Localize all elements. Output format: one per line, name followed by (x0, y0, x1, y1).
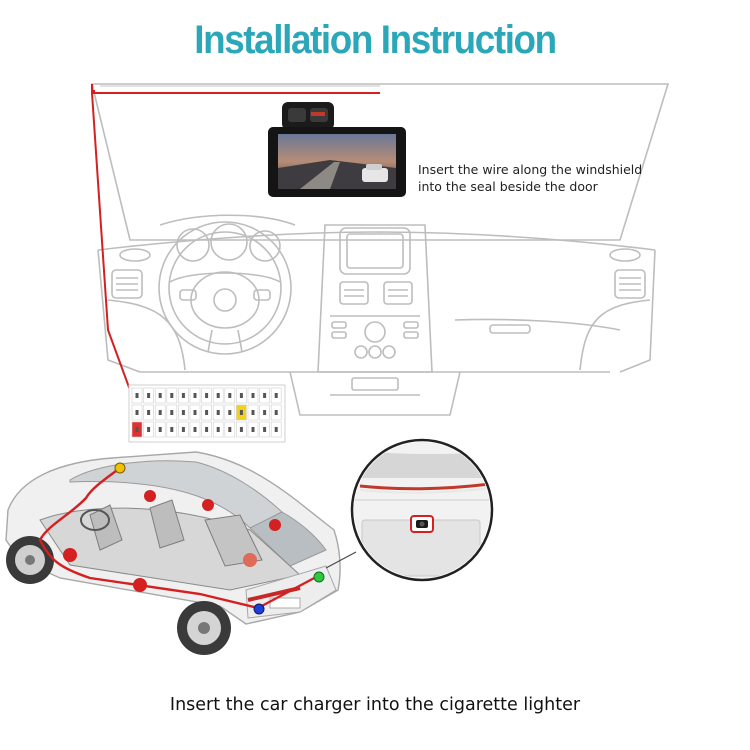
wire-route-windshield (91, 84, 380, 391)
fuse-mark (170, 410, 174, 415)
page-title: Installation Instruction (194, 18, 557, 62)
fuse-mark (205, 393, 209, 398)
zoom-connector (325, 551, 357, 569)
fuse-mark (228, 393, 232, 398)
fuse-mark (147, 410, 151, 415)
fuse-mark (251, 410, 255, 415)
fuse-box (128, 384, 286, 443)
fuse-mark (239, 393, 243, 398)
fuse-mark (205, 410, 209, 415)
fuse-mark (158, 410, 162, 415)
fuse-mark (135, 427, 139, 432)
fuse-mark (216, 393, 220, 398)
fuse-mark (274, 393, 278, 398)
dash-camera (268, 102, 406, 197)
fuse-mark (205, 427, 209, 432)
bottom-caption: Insert the car charger into the cigarett… (169, 695, 581, 715)
windshield-callout-line2: into the seal beside the door (418, 179, 598, 194)
car-illustration (5, 451, 341, 655)
windshield-callout-line1: Insert the wire along the windshield (418, 162, 643, 177)
fuse-mark (228, 427, 232, 432)
fuse-mark (181, 410, 185, 415)
marker-blue (253, 603, 265, 615)
fuse-mark (170, 427, 174, 432)
fuse-mark (251, 427, 255, 432)
fuse-mark (239, 410, 243, 415)
fuse-mark (147, 427, 151, 432)
fuse-mark (158, 393, 162, 398)
windshield-callout: Insert the wire along the windshield int… (418, 161, 642, 195)
fuse-mark (263, 427, 267, 432)
fuse-mark (181, 427, 185, 432)
fuse-mark (181, 393, 185, 398)
rear-camera (410, 515, 434, 533)
fuse-mark (274, 427, 278, 432)
fuse-mark (147, 393, 151, 398)
fuse-mark (239, 427, 243, 432)
fuse-mark (193, 393, 197, 398)
fuse-mark (263, 410, 267, 415)
fuse-mark (193, 427, 197, 432)
fuse-mark (193, 410, 197, 415)
fuse-mark (135, 393, 139, 398)
marker-green (313, 571, 325, 583)
fuse-mark (274, 410, 278, 415)
marker-yellow (114, 462, 126, 474)
rear-camera-zoom (350, 438, 494, 582)
fuse-mark (251, 393, 255, 398)
fuse-mark (158, 427, 162, 432)
fuse-mark (228, 410, 232, 415)
fuse-mark (135, 410, 139, 415)
fuse-mark (263, 393, 267, 398)
dashboard-outline (90, 83, 670, 416)
fuse-grid (131, 387, 282, 438)
fuse-mark (216, 427, 220, 432)
fuse-mark (170, 393, 174, 398)
fuse-mark (216, 410, 220, 415)
